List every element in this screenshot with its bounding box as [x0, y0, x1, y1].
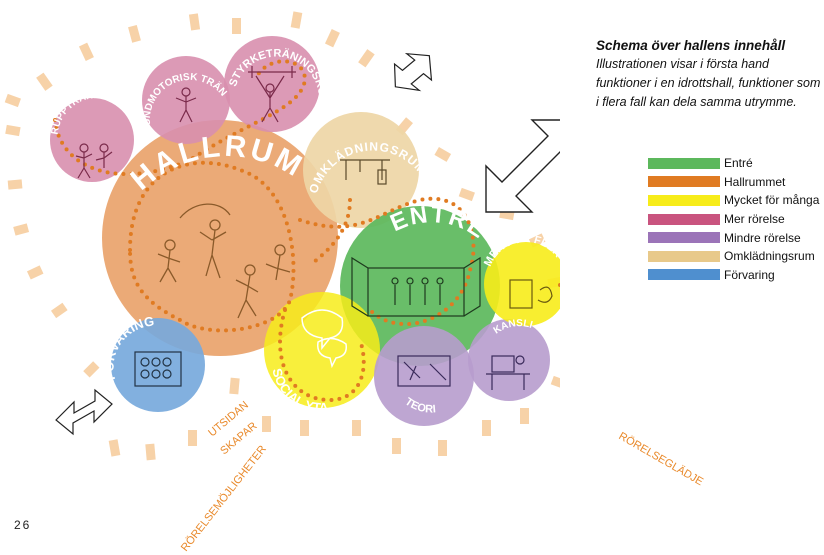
zone-teori-circle: [374, 326, 474, 426]
pink-zone-sketches: [75, 66, 296, 179]
social-sketch: [301, 309, 348, 369]
legend-item: Entré: [648, 154, 819, 173]
entre-sketch: [351, 256, 481, 317]
zone-social-circle: [264, 292, 380, 408]
double-arrow-large-icon: [485, 119, 560, 213]
zone-merfor-circle: [484, 242, 560, 326]
hall-content-diagram: HALLRUM ENTRÉ OMKLÄDNINGSRUM GRUPPTRÄNIN…: [4, 11, 560, 554]
zone-grupptraning-circle: [50, 98, 134, 182]
legend-item: Förvaring: [648, 266, 819, 285]
double-arrow-icon: [55, 388, 113, 436]
double-arrow-icon: [393, 52, 433, 92]
legend-item: Hallrummet: [648, 173, 819, 192]
merfor-sketch: [509, 279, 553, 309]
page-number: 26: [14, 518, 32, 532]
legend-item: Mer rörelse: [648, 210, 819, 229]
legend-label: Hallrummet: [724, 174, 786, 189]
zone-entre-circle: [340, 206, 500, 366]
legend-swatch: [648, 232, 720, 244]
outside-note-line-3: RÖRELSEMÖJLIGHETER: [179, 443, 269, 554]
kansli-sketch: [486, 355, 530, 390]
legend-swatch: [648, 213, 720, 225]
zone-hallrum-circle: [102, 120, 338, 356]
legend-swatch: [648, 250, 720, 262]
legend-label: Omklädningsrum: [724, 249, 815, 264]
legend-item: Mindre rörelse: [648, 228, 819, 247]
forvaring-sketch: [134, 351, 182, 387]
legend-label: Entré: [724, 156, 753, 171]
omkladningsrum-sketch: [338, 159, 390, 185]
legend-item: Omklädningsrum: [648, 247, 819, 266]
outside-note: UTSIDAN SKAPAR RÖRELSEMÖJLIGHETER: [179, 399, 269, 554]
outer-dash-ring: [4, 11, 560, 461]
legend-swatch: [648, 194, 720, 206]
zone-omkladningsrum-circle: [303, 112, 419, 228]
legend-swatch: [648, 176, 720, 188]
legend-label: Mycket för många: [724, 193, 820, 208]
legend-label: Mindre rörelse: [724, 230, 801, 245]
figure-sketches: [157, 203, 291, 319]
legend-label: Förvaring: [724, 267, 775, 282]
info-title: Schema över hallens innehåll: [596, 38, 786, 53]
legend-swatch: [648, 157, 720, 169]
legend-label: Mer rörelse: [724, 212, 785, 227]
movement-joy-annotation: RÖRELSEGLÄDJE: [617, 430, 706, 488]
rorelseglädje-label: RÖRELSEGLÄDJE: [617, 430, 706, 488]
teori-sketch: [397, 355, 451, 387]
legend-swatch: [648, 269, 720, 281]
info-panel: Schema över hallens innehåll Illustratio…: [596, 37, 824, 112]
circulation-dotted-path: [53, 59, 560, 403]
legend-item: Mycket för många: [648, 191, 819, 210]
info-description: Illustrationen visar i första hand funkt…: [596, 57, 821, 109]
zone-kansli-circle: [468, 319, 550, 401]
